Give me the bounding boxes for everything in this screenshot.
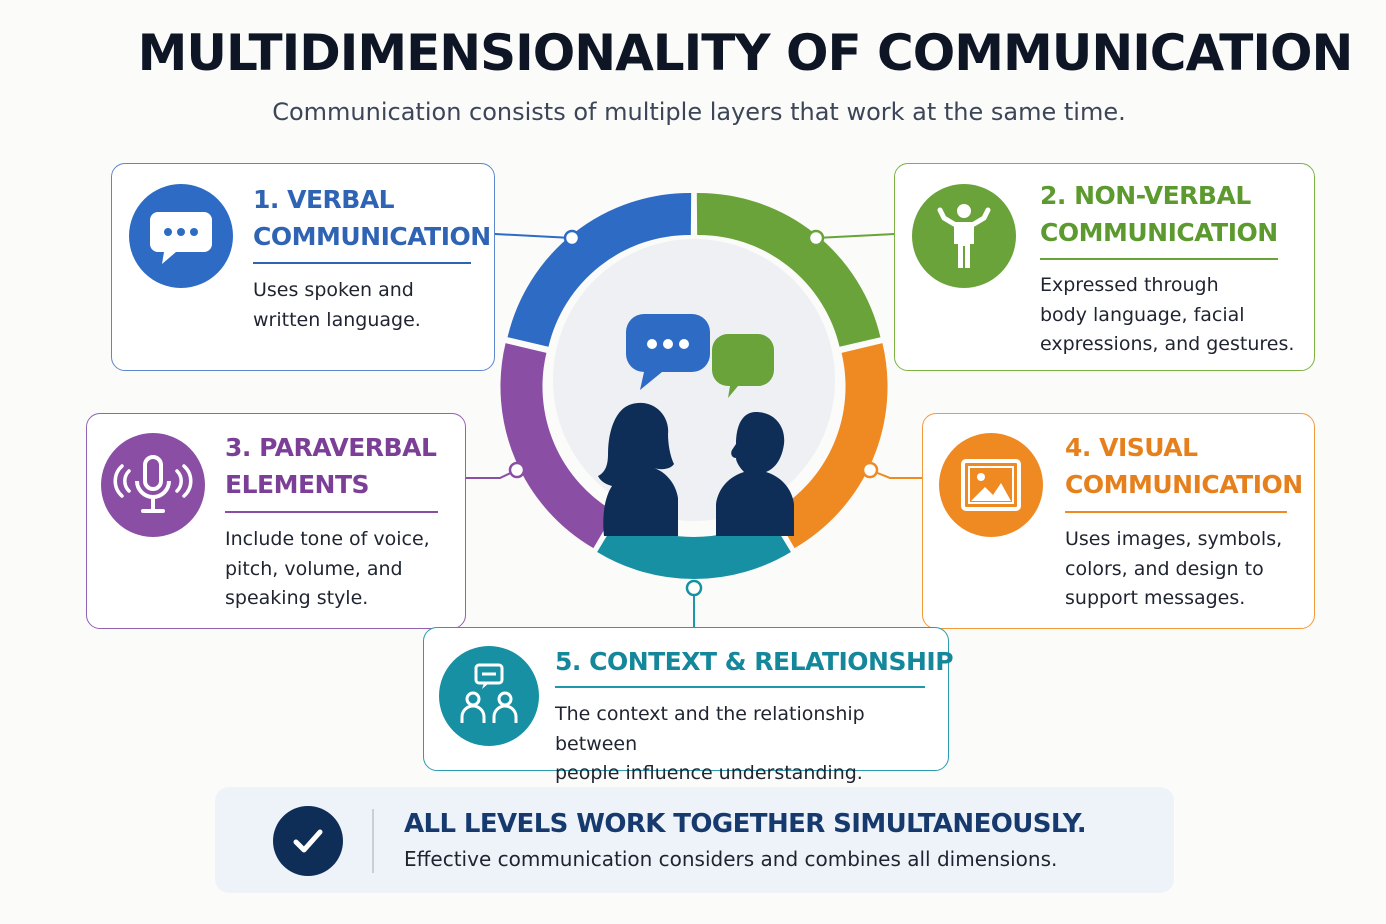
two-people-conversation-icon <box>598 314 794 536</box>
card-title: 4. VISUAL COMMUNICATION <box>1065 433 1303 499</box>
card-description: Uses spoken and written language. <box>253 279 421 331</box>
dot-context <box>685 579 703 597</box>
dot-verbal <box>563 229 581 247</box>
ring-segment-verbal <box>507 192 692 348</box>
card-divider <box>253 262 471 264</box>
card-title: 3. PARAVERBAL ELEMENTS <box>225 433 437 499</box>
green-speech-bubble <box>712 334 774 398</box>
person-gesture-icon <box>912 184 1016 288</box>
card-divider <box>555 686 925 688</box>
speech-bubble-icon <box>129 184 233 288</box>
card-title: 5. CONTEXT & RELATIONSHIP <box>555 647 954 676</box>
card-paraverbal-elements: 3. PARAVERBAL ELEMENTS Include tone of v… <box>86 413 466 629</box>
people-chat-icon <box>439 646 539 746</box>
card-description: Uses images, symbols, colors, and design… <box>1065 528 1283 609</box>
card-context-relationship: 5. CONTEXT & RELATIONSHIP The context an… <box>423 627 954 784</box>
card-divider <box>1065 511 1287 513</box>
man-silhouette <box>716 412 794 536</box>
card-description: Include tone of voice, pitch, volume, an… <box>225 528 430 609</box>
card-description: Expressed through body language, facial … <box>1040 274 1295 355</box>
ring-segment-visual <box>773 343 888 549</box>
banner-heading: ALL LEVELS WORK TOGETHER SIMULTANEOUSLY. <box>404 809 1087 839</box>
card-description: The context and the relationship between… <box>555 703 865 784</box>
card-visual-communication: 4. VISUAL COMMUNICATION Uses images, sym… <box>922 413 1315 629</box>
connector-nonverbal <box>815 233 895 239</box>
card-divider <box>1040 258 1278 260</box>
page-title: MULTIDIMENSIONALITY OF COMMUNICATION <box>137 24 1354 82</box>
ring-segment-paraverbal <box>500 343 615 549</box>
card-verbal-communication: 1. VERBAL COMMUNICATION Uses spoken and … <box>111 163 495 371</box>
card-title: 1. VERBAL COMMUNICATION <box>253 185 491 251</box>
page-subtitle: Communication consists of multiple layer… <box>272 98 1126 126</box>
connector-verbal <box>494 233 573 239</box>
banner-divider <box>372 809 374 873</box>
ring-segments <box>500 192 888 579</box>
checkmark-icon <box>273 806 343 876</box>
dot-nonverbal <box>807 229 825 247</box>
center-disc <box>553 239 835 521</box>
image-icon <box>939 433 1043 537</box>
dot-paraverbal <box>508 461 526 479</box>
banner-subtext: Effective communication considers and co… <box>404 847 1058 871</box>
woman-silhouette <box>598 402 678 536</box>
ring-segment-context <box>597 515 791 579</box>
microphone-icon <box>101 433 205 537</box>
card-nonverbal-communication: 2. NON-VERBAL COMMUNICATION Expressed th… <box>894 163 1315 371</box>
blue-speech-bubble <box>626 314 710 390</box>
ring-segment-nonverbal <box>696 192 881 348</box>
card-divider <box>225 511 438 513</box>
dot-visual <box>861 461 879 479</box>
card-title: 2. NON-VERBAL COMMUNICATION <box>1040 181 1278 247</box>
summary-banner: ALL LEVELS WORK TOGETHER SIMULTANEOUSLY.… <box>215 787 1174 893</box>
